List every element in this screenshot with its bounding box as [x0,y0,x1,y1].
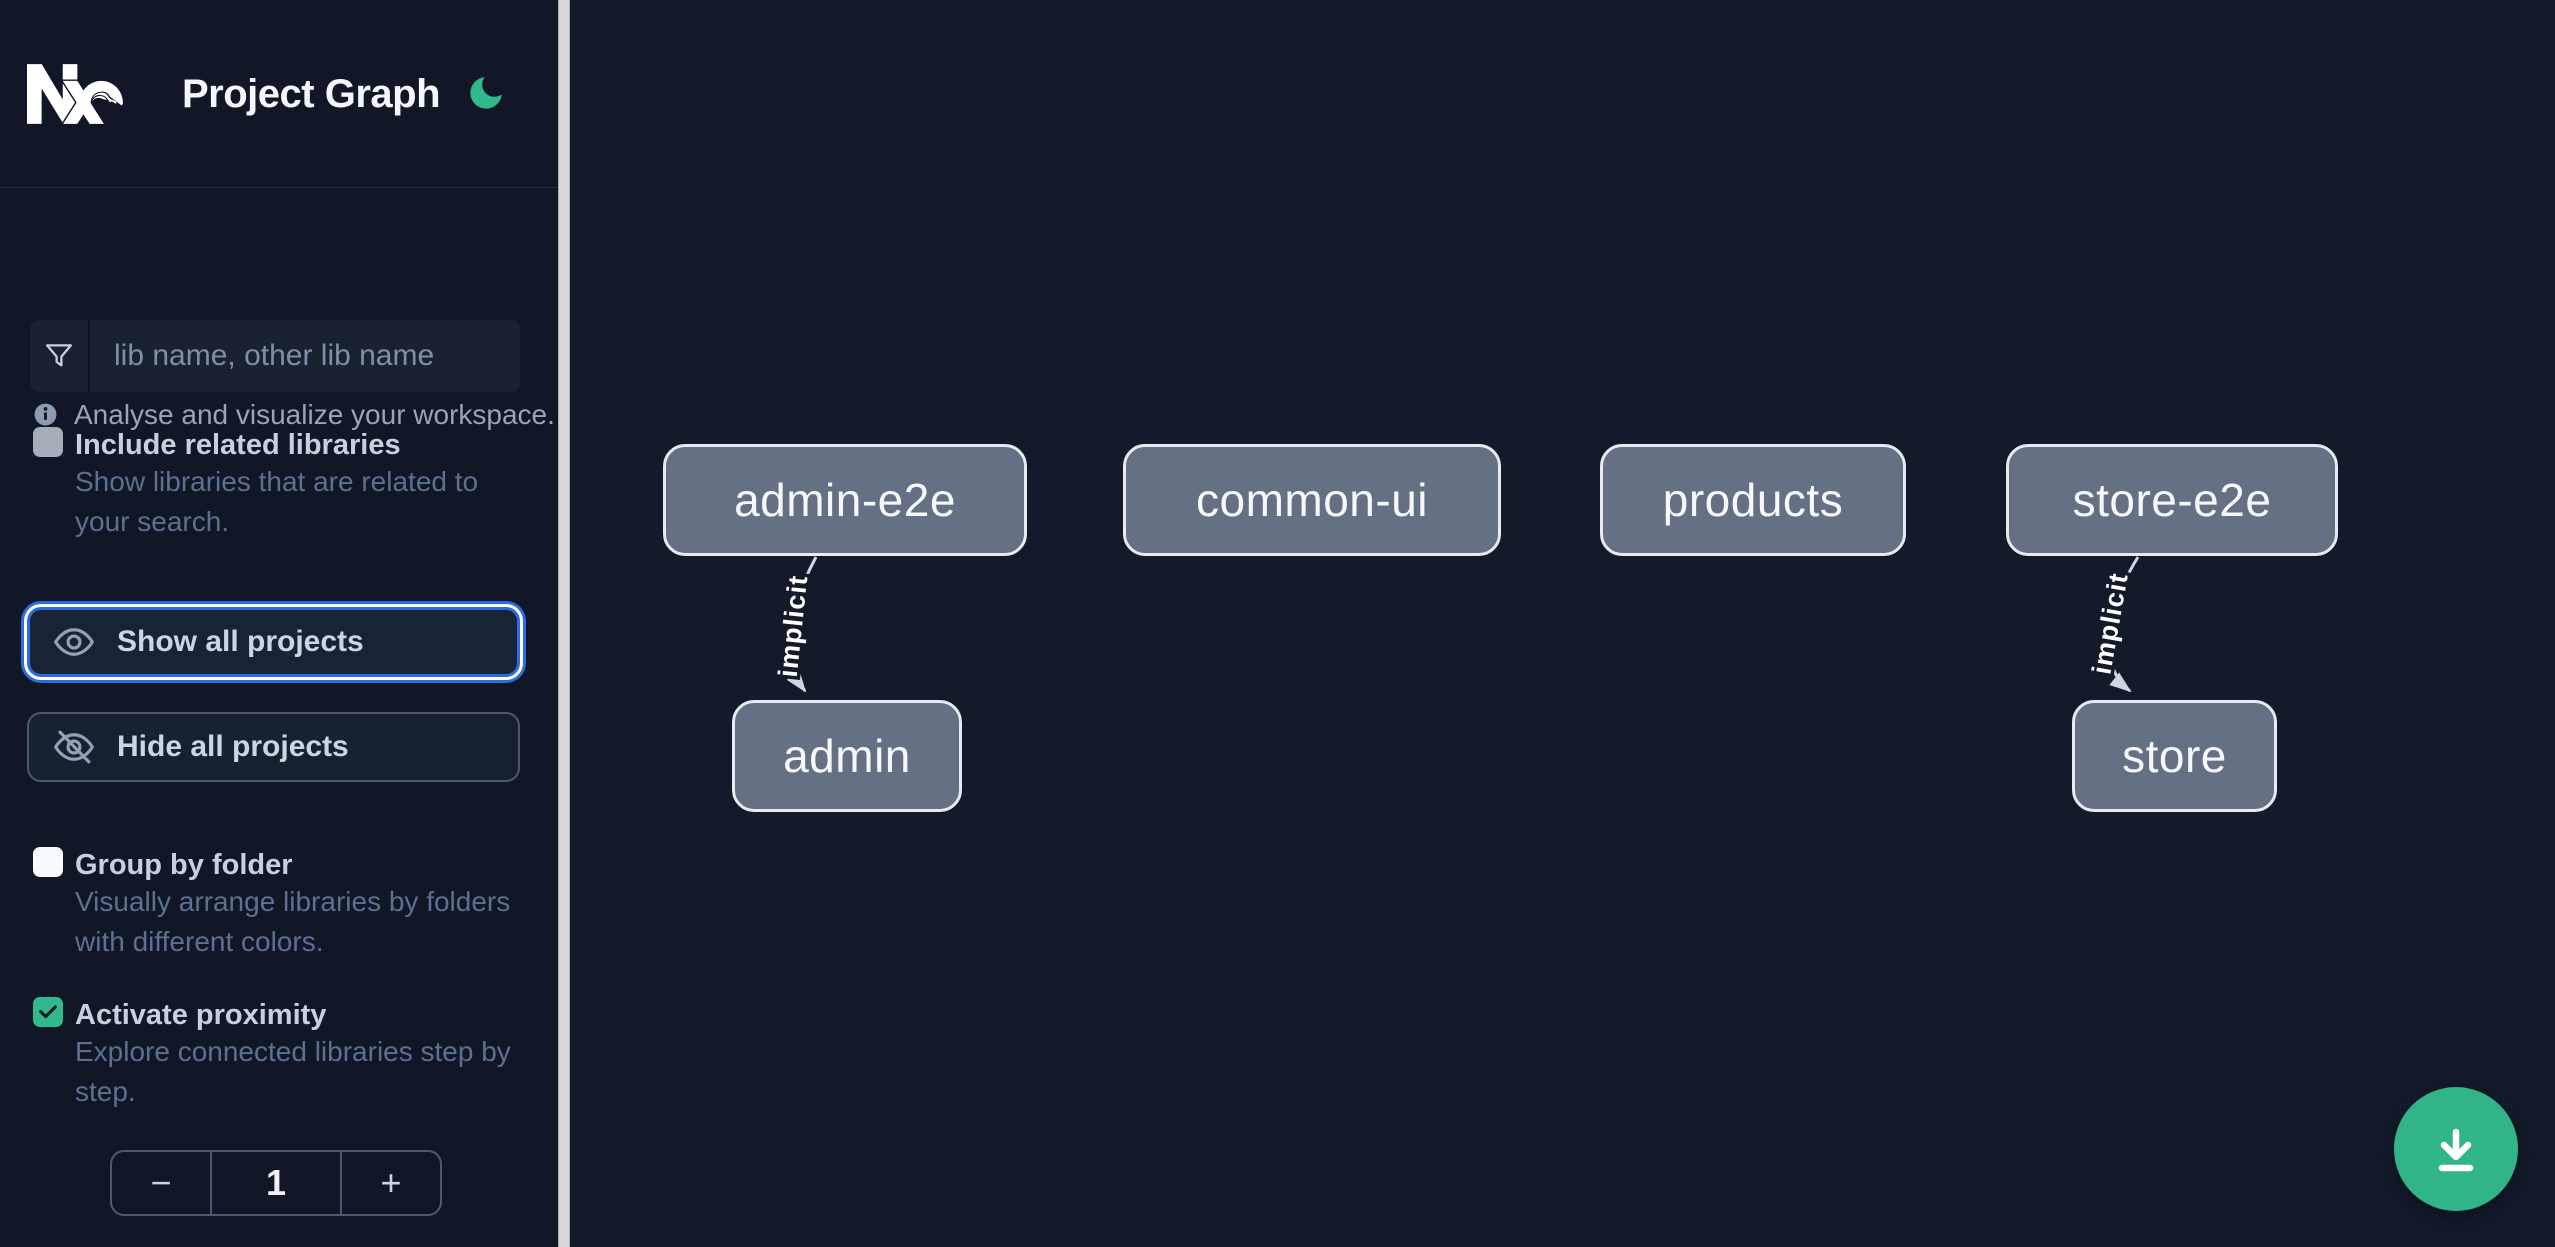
theme-toggle-button[interactable] [462,70,510,118]
search-input[interactable] [90,320,520,392]
sidebar-header: Project Graph [0,0,558,188]
activate-proximity-label[interactable]: Activate proximity [75,999,327,1031]
graph-canvas[interactable]: implicit implicit admin-e2e common-ui pr… [570,0,2555,1247]
include-related-label[interactable]: Include related libraries [75,429,401,461]
panel-resize-handle[interactable] [558,0,570,1247]
group-by-folder-label[interactable]: Group by folder [75,849,293,881]
include-related-checkbox[interactable] [33,427,63,457]
stepper-value: 1 [210,1152,342,1214]
eye-icon [54,628,94,656]
eye-off-icon [54,730,94,764]
project-node-common-ui[interactable]: common-ui [1123,444,1501,556]
checkmark-icon [39,1005,57,1019]
edge-admin-e2e-admin[interactable] [786,556,818,693]
project-node-store-e2e[interactable]: store-e2e [2006,444,2338,556]
edge-label-implicit: implicit [773,574,814,679]
info-icon [34,403,57,426]
dependency-edges: implicit implicit [769,556,2140,693]
download-graph-button[interactable] [2394,1087,2518,1211]
show-all-projects-label: Show all projects [117,625,364,658]
project-node-admin[interactable]: admin [732,700,962,812]
filter-funnel-icon [30,320,90,392]
group-by-folder-checkbox[interactable] [33,847,63,877]
edge-store-e2e-store[interactable] [2107,556,2140,693]
download-icon [2438,1128,2474,1172]
sidebar: Project Graph Analyse and visualize your… [0,0,558,1247]
nx-logo-icon [27,64,123,124]
group-by-folder-description: Visually arrange libraries by folders wi… [75,886,511,957]
project-node-products[interactable]: products [1600,444,1906,556]
include-related-description: Show libraries that are related to your … [75,466,479,537]
page-title: Project Graph [182,72,441,116]
proximity-depth-stepper: − 1 + [110,1150,442,1216]
activate-proximity-checkbox[interactable] [33,997,63,1027]
show-all-projects-button[interactable]: Show all projects [27,607,520,677]
increment-button[interactable]: + [342,1152,440,1214]
project-node-store[interactable]: store [2072,700,2277,812]
search-box [30,320,520,392]
moon-icon [470,76,502,109]
decrement-button[interactable]: − [112,1152,210,1214]
edge-label-implicit: implicit [2086,570,2133,676]
project-node-admin-e2e[interactable]: admin-e2e [663,444,1027,556]
hide-all-projects-button[interactable]: Hide all projects [27,712,520,782]
hide-all-projects-label: Hide all projects [117,730,349,763]
activate-proximity-description: Explore connected libraries step by step… [75,1036,511,1107]
tagline-text: Analyse and visualize your workspace. [74,399,555,430]
